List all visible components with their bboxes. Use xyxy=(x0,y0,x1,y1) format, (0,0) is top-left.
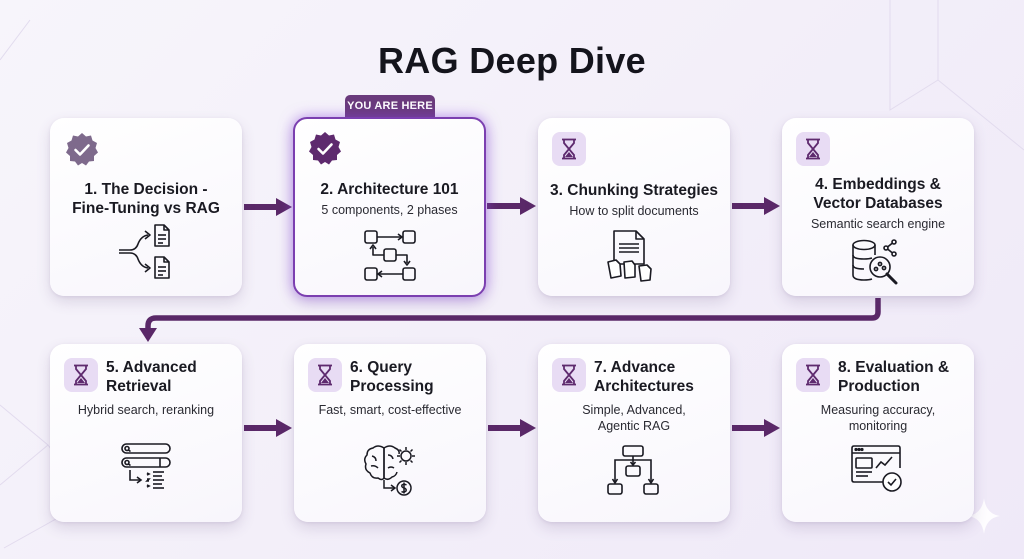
pending-status-tile xyxy=(796,358,830,392)
brain-gear-dollar-icon xyxy=(363,445,415,496)
step-title-line2: Architectures xyxy=(594,378,694,395)
step-title-line1: 5. Advanced xyxy=(106,359,197,376)
pending-status-tile xyxy=(796,132,830,166)
step-card-8[interactable]: 8. Evaluation & Production Measuring accu… xyxy=(782,344,974,522)
pending-status-tile xyxy=(64,358,98,392)
step-title-line2: Fine-Tuning vs RAG xyxy=(72,200,220,217)
hourglass-icon xyxy=(562,138,576,160)
step-subtitle-line2: Agentic RAG xyxy=(597,419,671,433)
database-search-icon xyxy=(852,239,898,285)
step-title: 2. Architecture 101 xyxy=(320,181,459,198)
arrow-3-4 xyxy=(732,197,780,215)
step-title-line1: 7. Advance xyxy=(594,359,676,376)
step-title: 3. Chunking Strategies xyxy=(550,182,718,199)
hourglass-icon xyxy=(562,364,576,386)
page-title: RAG Deep Dive xyxy=(378,40,646,81)
branch-documents-icon xyxy=(119,224,170,279)
arrow-2-3 xyxy=(487,197,536,215)
step-card-2[interactable]: 2. Architecture 101 5 components, 2 phas… xyxy=(293,117,486,297)
step-subtitle-line2: monitoring xyxy=(848,419,908,433)
arrow-7-8 xyxy=(732,419,780,437)
step-title: 4. Embeddings & xyxy=(815,176,941,193)
flow-blocks-icon xyxy=(364,230,416,281)
search-rerank-icon xyxy=(121,443,171,489)
step-card-1[interactable]: 1. The Decision - Fine-Tuning vs RAG xyxy=(50,118,242,296)
arrow-4-5 xyxy=(139,298,881,342)
you-are-here-badge: YOU ARE HERE xyxy=(345,95,435,117)
step-title-line2: Retrieval xyxy=(106,378,172,395)
pending-status-tile xyxy=(552,358,586,392)
step-title-line2: Processing xyxy=(350,378,434,395)
check-badge-icon xyxy=(309,132,341,165)
step-title: 8. Evaluation & Production xyxy=(838,358,968,396)
dashboard-check-icon xyxy=(851,445,902,492)
pending-status-tile xyxy=(552,132,586,166)
step-title-line2: Production xyxy=(838,378,920,395)
step-card-4[interactable]: 4. Embeddings & Vector Databases Semanti… xyxy=(782,118,974,296)
step-title: 1. The Decision - xyxy=(84,181,208,198)
arrow-6-7 xyxy=(488,419,536,437)
step-subtitle: Hybrid search, reranking xyxy=(77,403,215,417)
hourglass-icon xyxy=(74,364,88,386)
check-badge-icon xyxy=(66,133,98,166)
split-documents-icon xyxy=(607,230,652,282)
step-title-line2: Vector Databases xyxy=(813,195,943,212)
hourglass-icon xyxy=(806,364,820,386)
arrow-5-6 xyxy=(244,419,292,437)
step-card-3[interactable]: 3. Chunking Strategies How to split docu… xyxy=(538,118,730,296)
hourglass-icon xyxy=(318,364,332,386)
step-title-line1: 8. Evaluation & xyxy=(838,359,950,376)
hourglass-icon xyxy=(806,138,820,160)
step-subtitle: How to split documents xyxy=(569,204,699,218)
step-title-line1: 6. Query xyxy=(350,359,413,376)
step-subtitle: Fast, smart, cost-effective xyxy=(318,403,462,417)
step-subtitle: 5 components, 2 phases xyxy=(321,203,458,217)
step-subtitle: Measuring accuracy, xyxy=(820,403,936,417)
hierarchy-icon xyxy=(607,445,659,495)
step-subtitle: Simple, Advanced, xyxy=(582,403,686,417)
arrow-1-2 xyxy=(244,198,292,216)
step-subtitle: Semantic search engine xyxy=(810,217,946,231)
pending-status-tile xyxy=(308,358,342,392)
